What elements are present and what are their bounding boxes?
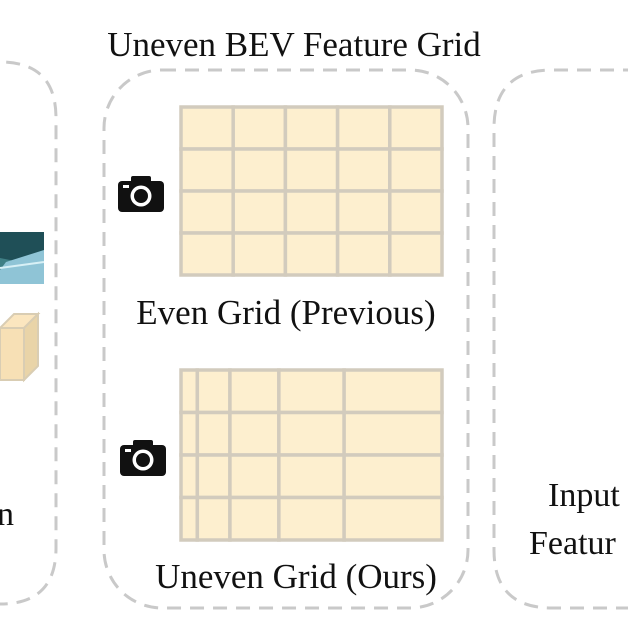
center-panel-border [102,68,470,610]
even-grid-cell [335,147,392,193]
even-grid-caption: Even Grid (Previous) [136,293,435,332]
right-panel-label-line1: Input [548,477,620,514]
even-grid-cell [179,189,235,235]
uneven-grid-cell [228,410,281,457]
uneven-grid-cell [277,410,346,457]
camera-icon [120,440,166,476]
even-grid-cell [179,105,235,151]
even-grid-cell [283,189,340,235]
even-grid-cell [388,189,444,235]
uneven-grid-cell [195,453,232,500]
even-grid-cell [283,231,340,277]
uneven-grid-cell [342,368,444,415]
uneven-grid-cell [228,368,281,415]
uneven-grid-cell [179,368,200,415]
right-panel-border [492,68,628,610]
even-grid-section: Even Grid (Previous) [118,105,444,332]
uneven-grid-cell [195,368,232,415]
uneven-grid-cell [342,410,444,457]
uneven-grid-cell [228,453,281,500]
uneven-grid-cell [195,410,232,457]
uneven-grid-cell [228,495,281,542]
left-thumbnail-image [0,232,45,284]
uneven-grid-cell [277,495,346,542]
even-grid-cell [231,105,288,151]
even-grid-cell [179,231,235,277]
even-grid-cell [388,105,444,151]
even-grid-cell [231,231,288,277]
uneven-grid-cell [277,453,346,500]
even-grid-cell [388,231,444,277]
uneven-grid-cell [195,495,232,542]
camera-icon [118,176,164,212]
even-grid-cell [335,189,392,235]
even-grid-cell [283,147,340,193]
uneven-grid-cell [179,410,200,457]
diagram-title: Uneven BEV Feature Grid [107,25,481,64]
even-grid [179,105,444,277]
uneven-grid-section: Uneven Grid (Ours) [120,368,444,596]
even-grid-cell [231,189,288,235]
uneven-grid-cell [342,453,444,500]
even-grid-cell [179,147,235,193]
even-grid-cell [231,147,288,193]
even-grid-cell [335,231,392,277]
left-3d-box [0,311,41,383]
uneven-grid-cell [179,453,200,500]
uneven-grid-cell [179,495,200,542]
uneven-grid-caption: Uneven Grid (Ours) [155,557,437,596]
uneven-grid [179,368,444,542]
left-partial-label: n [0,496,14,533]
right-panel: Input Featur [492,68,628,610]
even-grid-cell [388,147,444,193]
even-grid-cell [335,105,392,151]
uneven-grid-cell [277,368,346,415]
left-panel-border [0,60,58,606]
even-grid-cell [283,105,340,151]
left-panel: n [0,60,58,606]
right-panel-label-line2: Featur [529,525,617,562]
uneven-grid-cell [342,495,444,542]
